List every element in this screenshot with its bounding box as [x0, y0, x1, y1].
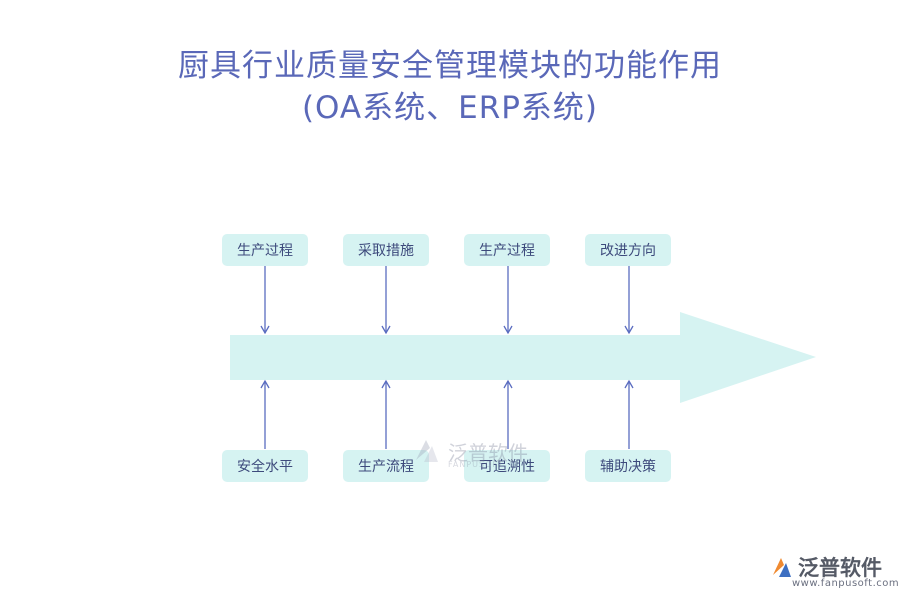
- top-connector-head-4: [624, 325, 634, 335]
- bottom-label-1: 安全水平: [222, 450, 308, 482]
- bottom-label-4: 辅助决策: [585, 450, 671, 482]
- bottom-connector-head-2: [381, 379, 391, 389]
- top-connector-head-3: [503, 325, 513, 335]
- top-connector-head-2: [381, 325, 391, 335]
- brand-url: www.fanpusoft.com: [792, 578, 900, 589]
- brand-logo-icon: [773, 558, 791, 577]
- watermark-subtext: FANPUSOFT: [448, 460, 504, 469]
- brand-logo: 泛普软件: [770, 552, 882, 582]
- diagram-title-line1: 厨具行业质量安全管理模块的功能作用: [178, 48, 722, 84]
- watermark-logo-icon: [416, 440, 438, 462]
- top-label-4: 改进方向: [585, 234, 671, 266]
- connectors: [260, 266, 634, 449]
- top-label-3: 生产过程: [464, 234, 550, 266]
- bottom-connector-head-4: [624, 379, 634, 389]
- brand-name: 泛普软件: [798, 556, 882, 580]
- bottom-connector-head-1: [260, 379, 270, 389]
- bottom-label-3: 可追溯性: [464, 450, 550, 482]
- bottom-label-2: 生产流程: [343, 450, 429, 482]
- watermark-text: 泛普软件: [448, 440, 528, 465]
- top-label-1: 生产过程: [222, 234, 308, 266]
- main-arrow: [230, 312, 816, 403]
- top-label-2: 采取措施: [343, 234, 429, 266]
- watermark: 泛普软件 FANPUSOFT: [412, 436, 528, 469]
- diagram-title-line2: (OA系统、ERP系统): [301, 90, 599, 126]
- top-connector-head-1: [260, 325, 270, 335]
- bottom-connector-head-3: [503, 379, 513, 389]
